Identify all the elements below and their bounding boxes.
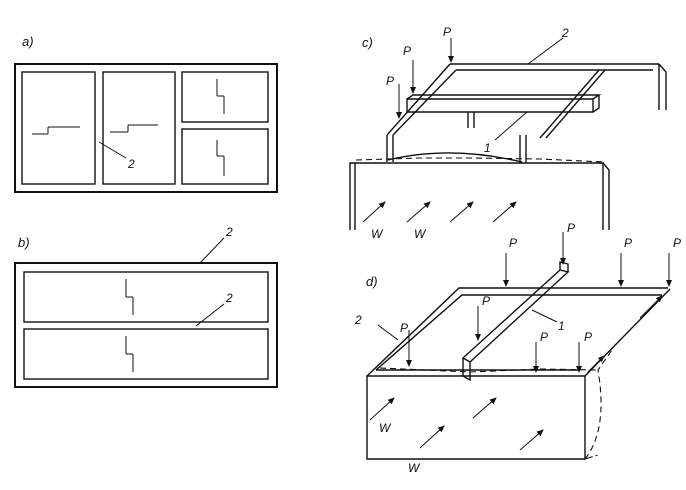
panel-b-pane-2 (23, 328, 269, 380)
panel-c-wind-arrow-1 (362, 201, 386, 223)
panel-d-wind-arrow-4 (519, 429, 544, 451)
panel-c-crossbar-member-1 (406, 94, 602, 113)
panel-b-deflection-1 (125, 279, 134, 315)
panel-d: d) 2 1 P P P P P P P P (354, 221, 681, 475)
panel-a-deflection-4 (216, 140, 225, 176)
panel-d-wind-arrow-3 (472, 397, 497, 419)
panel-a-pane-4 (181, 128, 269, 185)
panel-b-pane-1 (23, 271, 269, 323)
panel-a-frame (14, 63, 278, 193)
panel-d-wind-arrow-1 (369, 397, 395, 421)
panel-b-deflection-2 (125, 336, 134, 372)
panel-d-callout-2-leader (377, 324, 399, 341)
panel-c-wind-arrow-3 (449, 201, 474, 223)
panel-c-load-label-1: P (386, 74, 394, 88)
panel-d-box-front (366, 375, 586, 460)
panel-b: b) 2 2 (14, 225, 278, 388)
panel-d-frame-member-2 (366, 287, 668, 377)
panel-a-deflection-1 (32, 126, 80, 135)
panel-d-load-label-2: P (567, 221, 575, 235)
panel-d-load-label-3: P (624, 236, 632, 250)
panel-c-wind-arrow-2 (406, 201, 431, 223)
panel-a: a) 2 (14, 34, 278, 193)
panel-d-wind-label-1: W (379, 421, 392, 435)
panel-b-callout-top-leader (199, 237, 225, 264)
panel-c-opening-dashed (355, 157, 606, 163)
panel-b-callout-top: 2 (225, 225, 233, 239)
panel-c-wall-outline (349, 162, 604, 230)
panel-c-callout-2-leader (527, 37, 564, 65)
panel-c-post-left (386, 135, 394, 162)
panel-d-load-label-5: P (482, 294, 490, 308)
panel-c-callout-1: 1 (484, 141, 491, 155)
panel-d-callout-2: 2 (354, 313, 362, 327)
panel-a-pane-2 (102, 71, 176, 185)
panel-b-callout-mid: 2 (225, 291, 233, 305)
panel-d-load-label-4: P (673, 236, 681, 250)
panel-c-load-label-3: P (443, 25, 451, 39)
panel-c-callout-1-leader (494, 111, 528, 141)
panel-a-pane-1 (21, 71, 96, 185)
panel-c-frame-right-rail (539, 69, 606, 139)
panel-a-deflection-2 (110, 124, 158, 133)
panel-b-frame (14, 262, 278, 388)
panel-a-label: a) (22, 34, 34, 49)
panel-c-wall-side (602, 162, 610, 230)
panel-a-callout-leader (98, 141, 127, 159)
panel-d-wind-arrow-5 (639, 295, 663, 319)
panel-a-deflection-3 (216, 79, 225, 114)
panel-b-label: b) (18, 235, 30, 250)
panel-b-callout-mid-leader (195, 303, 225, 327)
panel-d-load-label-8: P (584, 330, 592, 344)
panel-d-box-side-curve (584, 349, 613, 460)
panel-c-wind-label-1: W (371, 227, 384, 241)
panel-d-callout-1-leader (531, 309, 558, 323)
panel-c-callout-2: 2 (561, 26, 569, 40)
panel-c-bent-cover (387, 152, 523, 163)
panel-c-label: c) (362, 35, 373, 50)
panel-d-wind-label-2: W (408, 461, 421, 475)
panel-c-frame-corner (658, 63, 667, 110)
panel-d-label: d) (366, 274, 378, 289)
panel-a-callout: 2 (127, 157, 135, 171)
panel-c-post-right (519, 135, 527, 163)
panel-c-load-label-2: P (403, 44, 411, 58)
panel-d-load-label-7: P (540, 330, 548, 344)
panel-c: c) 2 1 P P P W W (349, 25, 667, 241)
panel-d-beam-member-1 (461, 261, 570, 382)
panel-d-load-label-1: P (509, 236, 517, 250)
panel-c-post-back (467, 112, 475, 128)
panel-d-wind-arrow-6 (587, 355, 605, 373)
panel-d-callout-1: 1 (558, 319, 565, 333)
panel-d-load-label-6: P (400, 321, 408, 335)
panel-c-wind-arrow-4 (492, 201, 517, 223)
panel-c-wind-label-2: W (414, 227, 427, 241)
panel-d-wind-arrow-2 (419, 425, 445, 449)
panel-a-pane-3 (181, 71, 269, 123)
